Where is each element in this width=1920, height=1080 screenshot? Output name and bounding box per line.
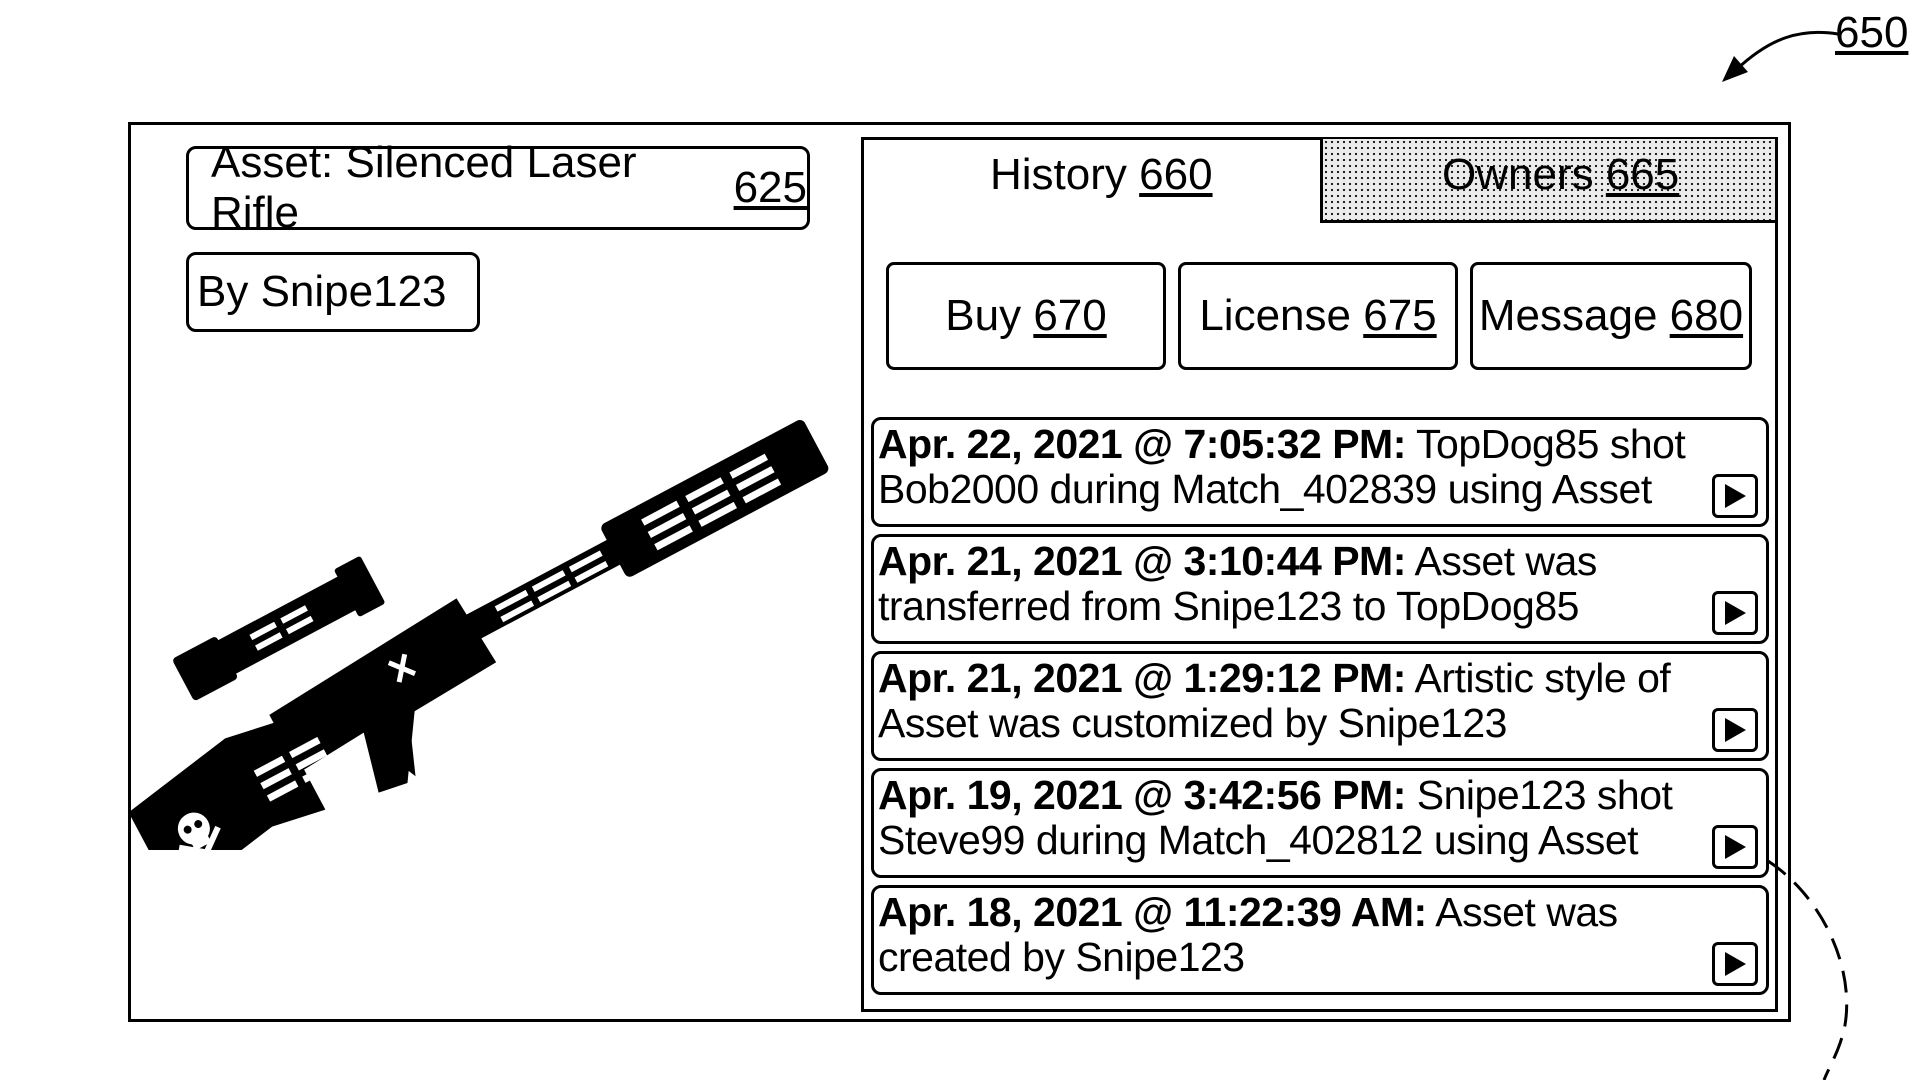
history-item[interactable]: Apr. 19, 2021 @ 3:42:56 PM: Snipe123 sho…: [871, 768, 1769, 878]
license-button-ref: 675: [1363, 291, 1437, 340]
history-item[interactable]: Apr. 21, 2021 @ 3:10:44 PM: Asset was tr…: [871, 534, 1769, 644]
tab-owners-ref: 665: [1605, 150, 1680, 199]
tab-owners-background: [1320, 139, 1775, 223]
play-button[interactable]: [1712, 708, 1758, 752]
history-item[interactable]: Apr. 22, 2021 @ 7:05:32 PM: TopDog85 sho…: [871, 417, 1769, 527]
asset-window: [128, 122, 1791, 1022]
play-icon: [1725, 484, 1746, 508]
history-entry-text: Apr. 19, 2021 @ 3:42:56 PM: Snipe123 sho…: [878, 773, 1723, 863]
play-icon: [1725, 718, 1746, 742]
play-button[interactable]: [1712, 942, 1758, 986]
play-icon: [1725, 952, 1746, 976]
skull-crossbones-icon: [177, 812, 235, 850]
history-timestamp: Apr. 21, 2021 @ 1:29:12 PM:: [878, 655, 1406, 701]
buy-button-label: Buy: [945, 291, 1022, 340]
message-button-label: Message: [1478, 291, 1658, 340]
tab-history-label: History: [990, 150, 1127, 199]
play-button[interactable]: [1712, 825, 1758, 869]
figure-arrow-icon: [1722, 30, 1839, 82]
history-timestamp: Apr. 22, 2021 @ 7:05:32 PM:: [878, 421, 1406, 467]
tab-history-ref: 660: [1139, 150, 1213, 199]
asset-ref: 625: [733, 163, 807, 212]
history-timestamp: Apr. 18, 2021 @ 11:22:39 AM:: [878, 889, 1427, 935]
history-entry-text: Apr. 18, 2021 @ 11:22:39 AM: Asset was c…: [878, 890, 1723, 980]
history-description: TopDog85 shot Bob2000 during Match_40283…: [878, 421, 1686, 512]
history-timestamp: Apr. 21, 2021 @ 3:10:44 PM:: [878, 538, 1406, 584]
tab-owners-label: Owners: [1442, 150, 1594, 199]
history-description: Asset was transferred from Snipe123 to T…: [878, 538, 1597, 629]
callout-curve: [1767, 859, 1849, 1080]
message-button-ref: 680: [1669, 291, 1744, 340]
rifle-illustration: [128, 420, 829, 850]
tab-owners[interactable]: Owners 665: [1442, 150, 1679, 200]
tab-history[interactable]: History 660: [990, 150, 1213, 200]
message-button[interactable]: Message 680: [1470, 262, 1752, 370]
play-icon: [1725, 601, 1746, 625]
history-item[interactable]: Apr. 18, 2021 @ 11:22:39 AM: Asset was c…: [871, 885, 1769, 995]
asset-title: Asset: Silenced Laser Rifle 625: [186, 138, 810, 237]
figure-reference: 650: [1835, 8, 1909, 57]
history-item[interactable]: Apr. 21, 2021 @ 1:29:12 PM: Artistic sty…: [871, 651, 1769, 761]
play-button[interactable]: [1712, 474, 1758, 518]
license-button[interactable]: License 675: [1178, 262, 1458, 370]
author-label: By Snipe123: [197, 267, 447, 316]
buy-button-ref: 670: [1033, 291, 1107, 340]
license-button-label: License: [1199, 291, 1351, 340]
history-description: Asset was created by Snipe123: [878, 889, 1618, 980]
history-entry-text: Apr. 21, 2021 @ 3:10:44 PM: Asset was tr…: [878, 539, 1723, 629]
history-entry-text: Apr. 21, 2021 @ 1:29:12 PM: Artistic sty…: [878, 656, 1723, 746]
history-timestamp: Apr. 19, 2021 @ 3:42:56 PM:: [878, 772, 1406, 818]
history-entry-text: Apr. 22, 2021 @ 7:05:32 PM: TopDog85 sho…: [878, 422, 1723, 512]
history-description: Snipe123 shot Steve99 during Match_40281…: [878, 772, 1673, 863]
asset-name: Asset: Silenced Laser Rifle: [211, 138, 637, 237]
play-button[interactable]: [1712, 591, 1758, 635]
history-description: Artistic style of Asset was customized b…: [878, 655, 1671, 746]
play-icon: [1725, 835, 1746, 859]
buy-button[interactable]: Buy 670: [886, 262, 1166, 370]
asset-author: By Snipe123: [186, 252, 480, 332]
